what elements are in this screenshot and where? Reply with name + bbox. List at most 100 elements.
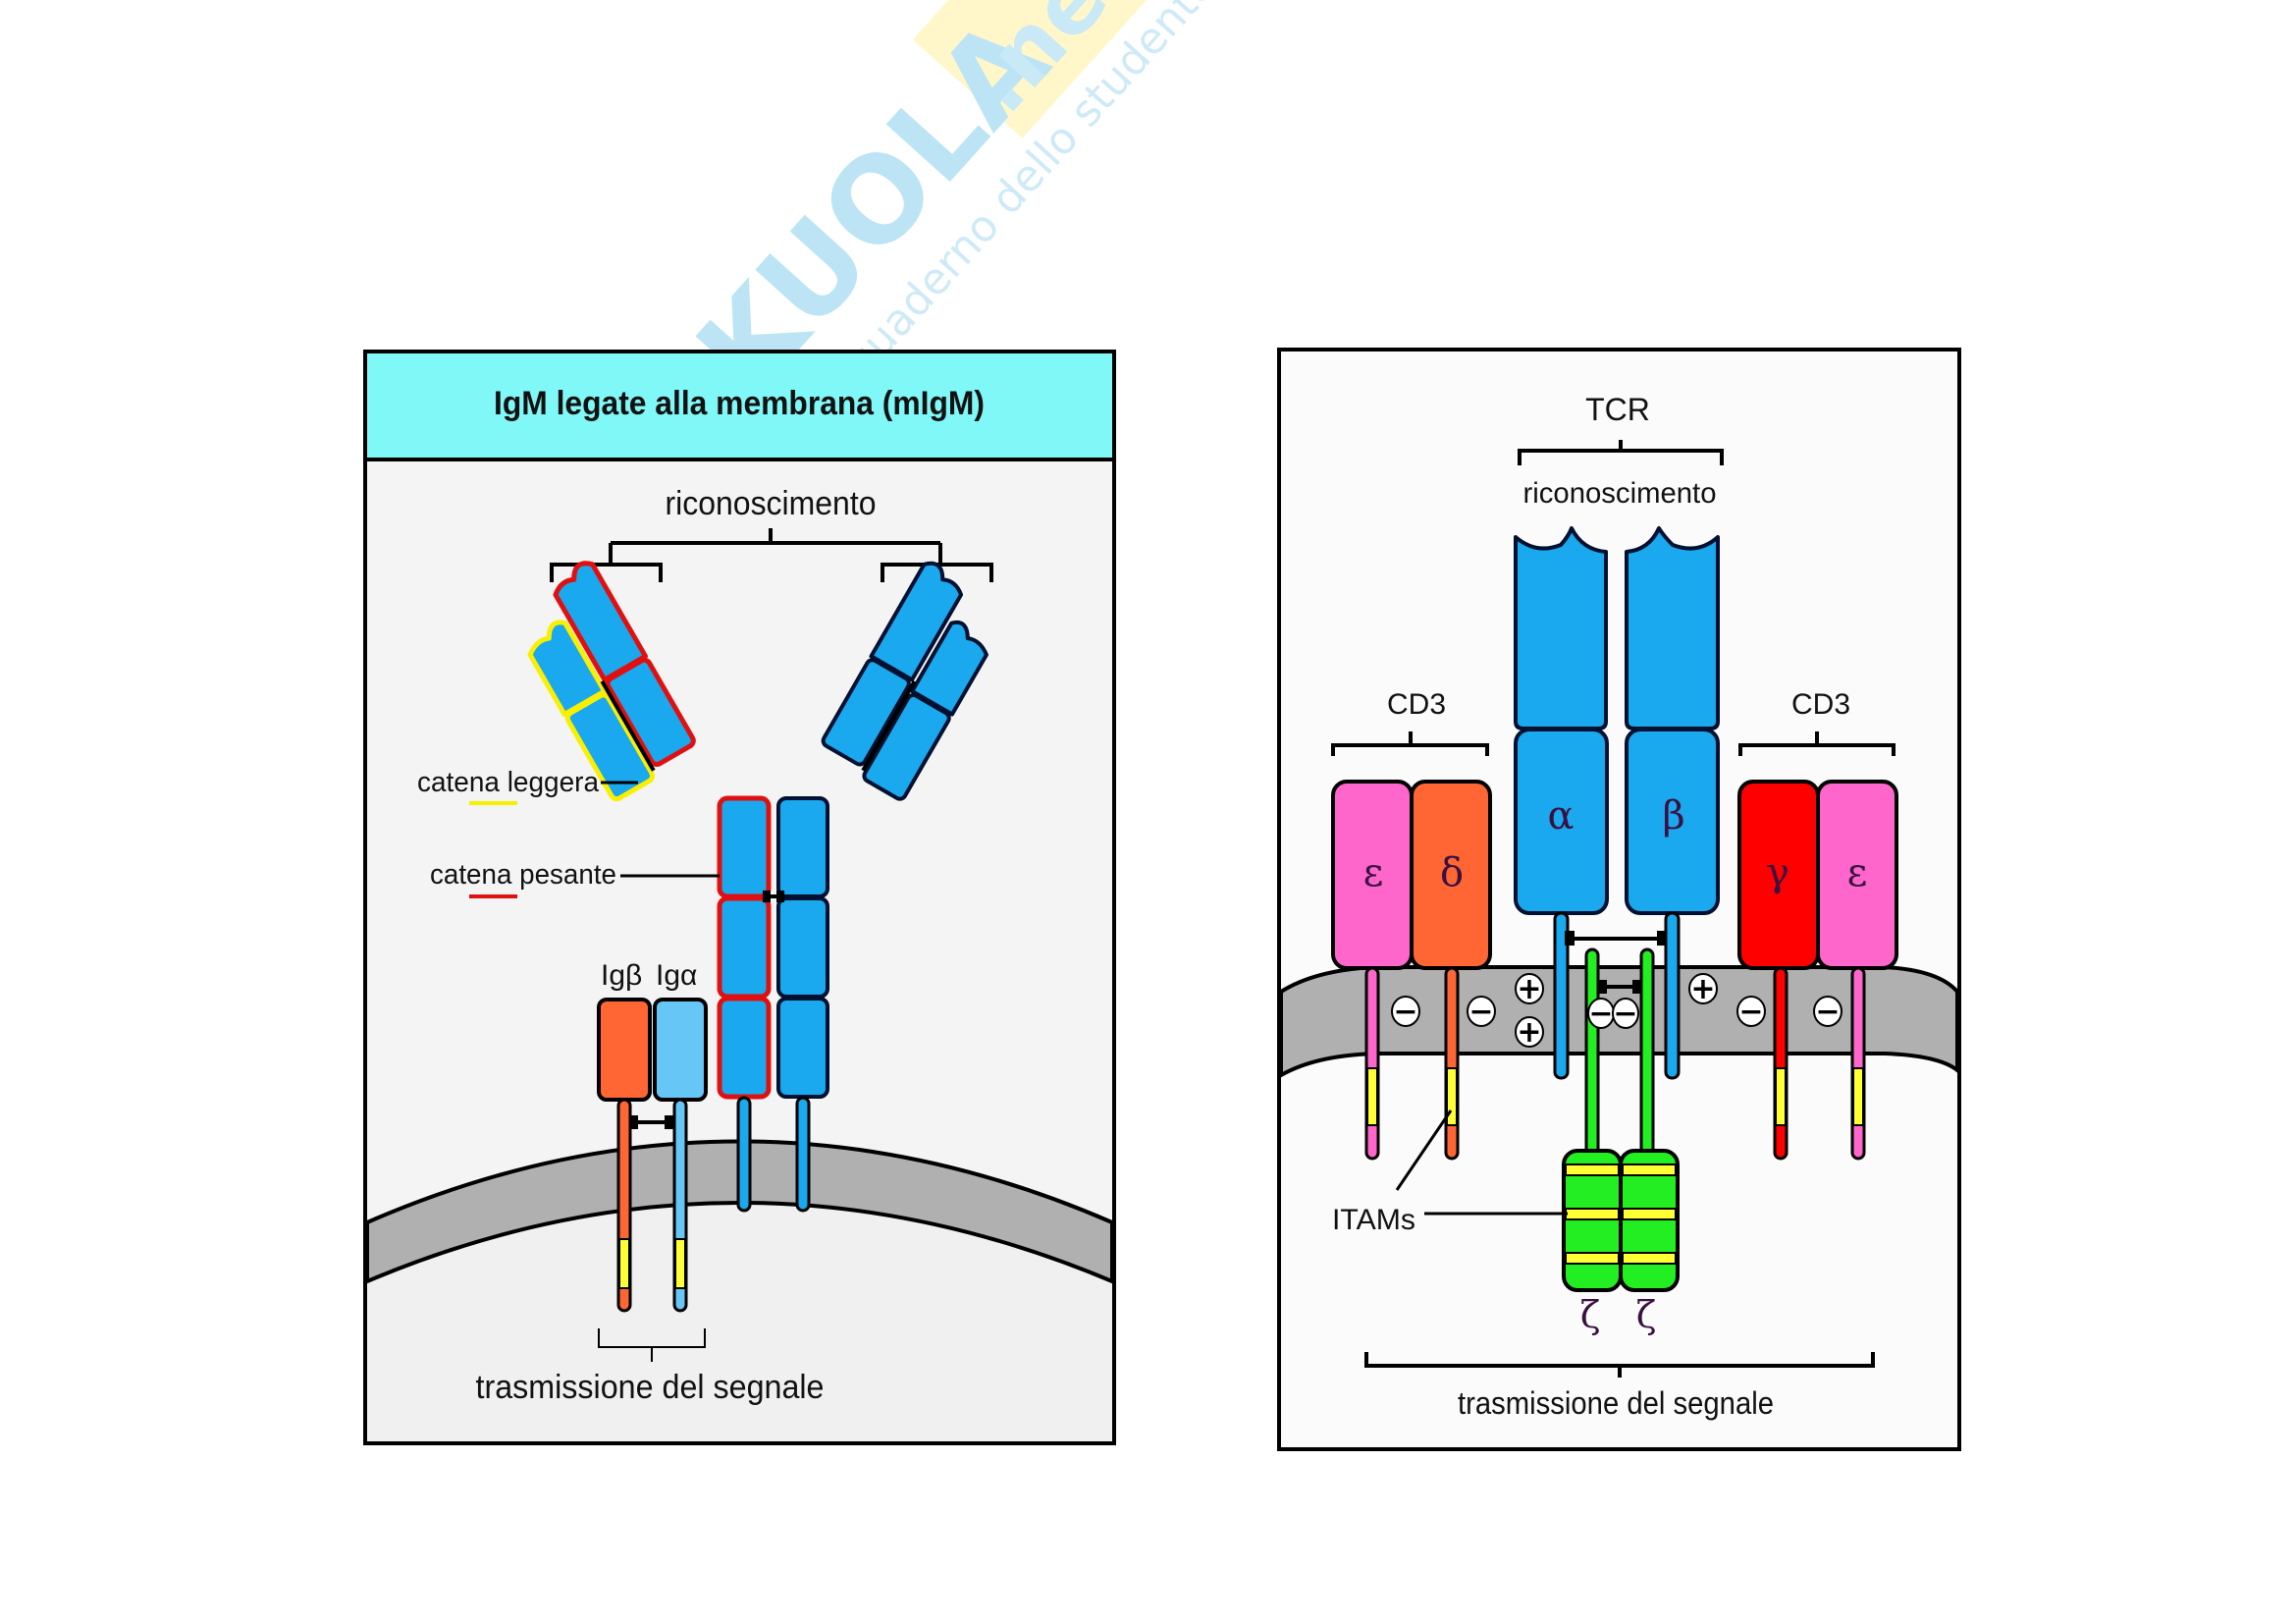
light-chain <box>527 620 656 802</box>
cd3-delta: δ <box>1410 780 1492 1161</box>
svg-text:−: − <box>1588 997 1613 1031</box>
heavy-chain-variable-domain <box>553 561 649 682</box>
zeta-right-label: ζ <box>1636 1293 1657 1336</box>
left-panel-title: IgM legate alla membrana (mIgM) <box>494 385 985 422</box>
ig-beta-label: Igβ <box>601 959 642 992</box>
ig-alpha <box>653 998 708 1313</box>
right-light-constant-domain <box>862 692 951 801</box>
right-heavy-ch1-domain <box>821 658 911 767</box>
svg-text:−: − <box>1613 997 1637 1031</box>
tcr-alpha-chain: α <box>1514 526 1609 1080</box>
cd3-gamma: γ <box>1737 780 1820 1161</box>
cd3-gamma-itam <box>1775 1067 1787 1126</box>
zeta-right-itam-2 <box>1622 1208 1677 1220</box>
ig-alpha-label: Igα <box>656 959 697 992</box>
left-recognition-label: riconoscimento <box>666 485 877 522</box>
zeta-right-itam-3 <box>1622 1252 1677 1265</box>
tcr-alpha-tail <box>1553 911 1570 1080</box>
cd3-left-bracket <box>1331 731 1489 756</box>
right-arm-disulfide <box>861 679 917 772</box>
zeta-disulfide <box>1598 980 1641 994</box>
svg-text:−: − <box>1393 995 1417 1029</box>
left-signal-label: trasmissione del segnale <box>476 1369 825 1406</box>
gamma-label: γ <box>1766 850 1789 895</box>
cd3-left-label: CD3 <box>1387 688 1446 721</box>
left-panel-header <box>363 350 1116 461</box>
right-recognition-label: riconoscimento <box>1523 477 1717 510</box>
svg-text:+: + <box>1517 1015 1541 1050</box>
light-chain-constant-domain <box>564 692 656 802</box>
charge-plus-1: + <box>1515 972 1544 1006</box>
heavy-chain-disulfide <box>763 891 784 902</box>
svg-text:−: − <box>1738 995 1763 1029</box>
cd3-right-label: CD3 <box>1791 688 1850 721</box>
left-fab-arm <box>527 561 696 802</box>
right-fab-arm <box>821 561 988 801</box>
left-panel-migm: IgM legate alla membrana (mIgM) riconosc… <box>363 350 1116 1445</box>
zeta-left-label: ζ <box>1580 1293 1601 1336</box>
svg-text:−: − <box>1468 995 1493 1029</box>
charge-plus-2: + <box>1515 1015 1544 1050</box>
cd3-epsilon-left-tail <box>1364 966 1380 1161</box>
zeta-right-itam-1 <box>1622 1163 1677 1176</box>
epsilon-right-label: ε <box>1847 850 1868 895</box>
charge-minus-2: − <box>1467 995 1496 1029</box>
charge-minus-5: − <box>1736 995 1766 1029</box>
charge-minus-3: − <box>1587 997 1615 1031</box>
cd3-gamma-tail <box>1773 966 1789 1161</box>
svg-text:−: − <box>1815 995 1840 1029</box>
cd3-epsilon-right-tail <box>1850 966 1866 1161</box>
heavy-chain-label: catena pesante <box>430 859 616 891</box>
zeta-left-stalk <box>1584 947 1600 1158</box>
ig-alpha-beta-disulfide <box>630 1115 674 1129</box>
left-cytoplasm <box>367 1188 1112 1441</box>
ig-beta-itam <box>618 1238 630 1289</box>
light-chain-label: catena leggera <box>417 767 600 798</box>
cd3-epsilon-left-itam <box>1366 1067 1378 1126</box>
light-chain-variable-domain <box>527 620 608 717</box>
cd3-right-bracket <box>1738 731 1896 756</box>
delta-label: δ <box>1440 850 1464 895</box>
membrane-charges: − − + + − − + − − <box>1391 972 1842 1050</box>
zeta-left-itam-1 <box>1565 1163 1620 1176</box>
right-heavy-variable-domain <box>869 561 964 682</box>
zeta-left-itam-2 <box>1565 1208 1620 1220</box>
charge-minus-4: − <box>1612 997 1639 1031</box>
ig-beta <box>597 998 652 1313</box>
charge-plus-3: + <box>1688 972 1718 1006</box>
epsilon-left-label: ε <box>1363 850 1384 895</box>
heavy-chain-fc-left <box>717 795 772 1213</box>
right-panel-tcr: TCR riconoscimento α β CD3 <box>1277 348 1961 1451</box>
right-signal-label: trasmissione del segnale <box>1458 1385 1774 1421</box>
right-light-variable-domain <box>910 620 988 717</box>
tcr-alpha-beta-disulfide <box>1565 931 1667 946</box>
charge-minus-1: − <box>1391 995 1420 1029</box>
right-signal-bracket <box>1364 1352 1875 1378</box>
cd3-delta-itam <box>1446 1067 1458 1126</box>
zeta-right-stalk <box>1639 947 1655 1158</box>
cd3-epsilon-right: ε <box>1816 780 1898 1161</box>
svg-text:+: + <box>1517 972 1541 1006</box>
zeta-chain-right: ζ <box>1619 947 1680 1336</box>
watermark-tld-background <box>912 0 1160 138</box>
beta-label: β <box>1662 793 1684 839</box>
tcr-label: TCR <box>1585 392 1650 427</box>
cd3-delta-tail <box>1444 966 1460 1161</box>
cd3-epsilon-left: ε <box>1331 780 1414 1161</box>
ig-alpha-itam <box>674 1238 686 1289</box>
heavy-chain-fc-right <box>776 796 829 1213</box>
tcr-beta-variable-domain <box>1625 526 1720 730</box>
heavy-chain-ch1-domain <box>605 657 696 767</box>
heavy-chain-fab <box>553 561 696 767</box>
charge-minus-6: − <box>1813 995 1842 1029</box>
zeta-left-itam-3 <box>1565 1252 1620 1265</box>
alpha-label: α <box>1547 793 1574 839</box>
tcr-bracket <box>1518 440 1724 465</box>
itams-leader-cd3 <box>1395 1109 1453 1191</box>
tcr-beta-chain: β <box>1625 526 1720 1080</box>
cd3-epsilon-right-itam <box>1852 1067 1864 1126</box>
itams-label: ITAMs <box>1332 1204 1415 1236</box>
tcr-alpha-variable-domain <box>1514 526 1608 730</box>
left-signal-bracket <box>598 1328 706 1362</box>
